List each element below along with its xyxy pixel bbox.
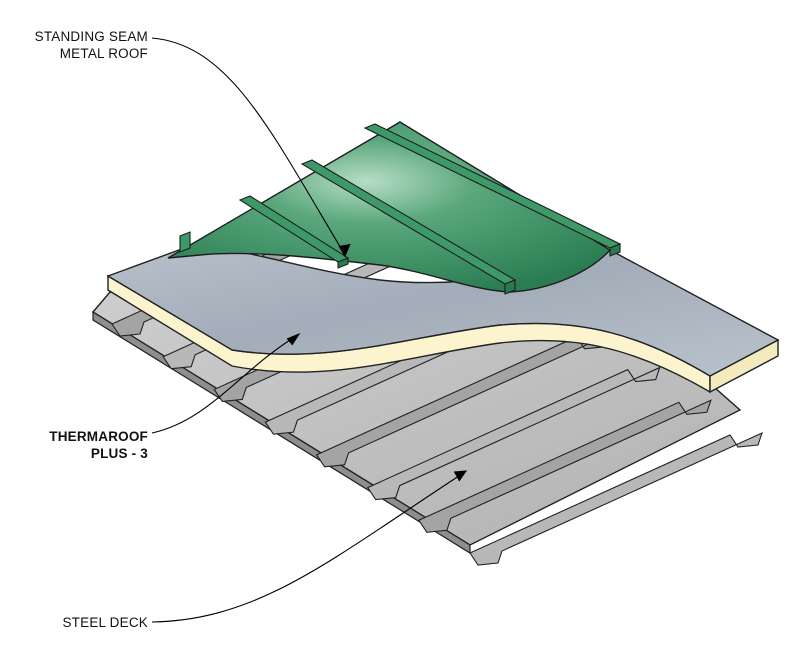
seam-2-face	[337, 257, 349, 269]
metal-roof	[167, 121, 622, 295]
facer-surface	[106, 245, 780, 377]
standing-seams	[179, 123, 622, 295]
seam-4-face	[609, 243, 621, 257]
deck-rib	[469, 431, 763, 566]
leader-roof	[151, 37, 346, 256]
label-steel-deck: STEEL DECK	[40, 614, 148, 631]
label-roof-line1: STANDING SEAM	[34, 29, 148, 44]
deck-rib	[418, 399, 712, 533]
seam-1	[179, 231, 191, 253]
label-insulation-line2: PLUS - 3	[90, 446, 148, 461]
label-standing-seam-metal-roof: STANDING SEAM METAL ROOF	[8, 28, 148, 62]
label-deck-line1: STEEL DECK	[62, 615, 148, 630]
label-insulation-line1: THERMAROOF	[49, 429, 148, 444]
leader-roof-arrow	[338, 243, 351, 258]
label-roof-line2: METAL ROOF	[59, 46, 148, 61]
leader-deck	[151, 471, 466, 623]
seam-3-face	[504, 279, 516, 295]
label-thermaroof-plus-3: THERMAROOF PLUS - 3	[8, 428, 148, 462]
leader-lines	[151, 37, 468, 623]
deck-rib	[366, 366, 661, 501]
leader-deck-arrow	[453, 470, 468, 482]
leader-insulation-arrow	[286, 332, 301, 346]
leader-insulation	[151, 334, 299, 434]
